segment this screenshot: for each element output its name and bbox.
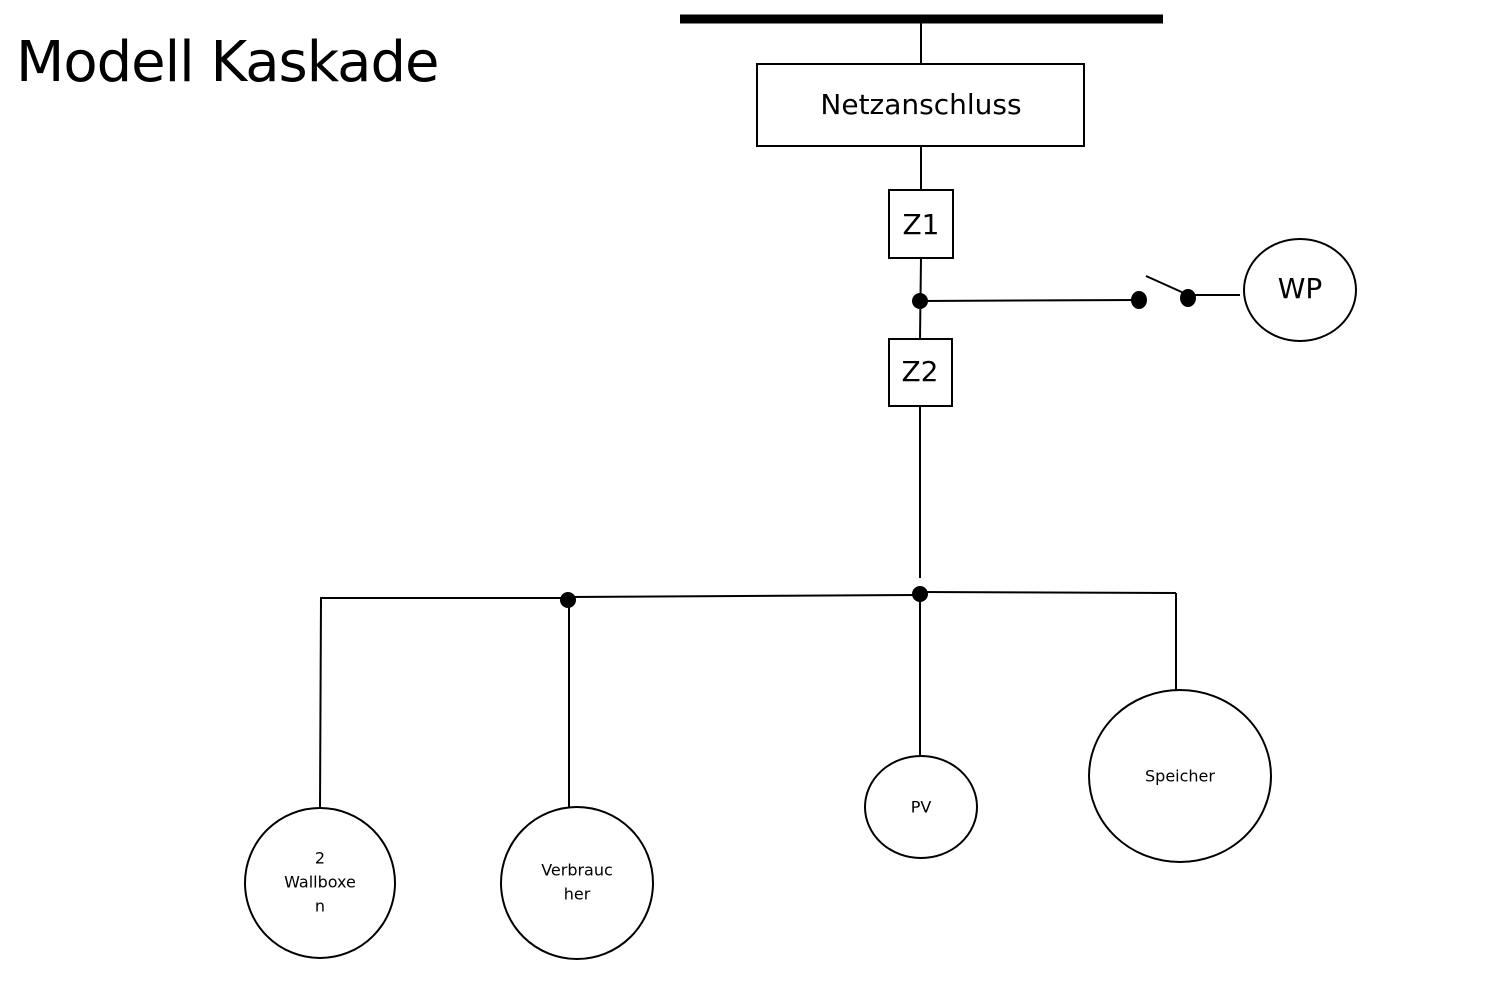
wallboxes-label-line-1: 2 — [315, 849, 325, 868]
meter-z1-label: Z1 — [903, 208, 940, 241]
edge-junction-to-switch — [919, 299, 1140, 302]
node-grid-connection[interactable]: Netzanschluss — [756, 63, 1085, 147]
node-consumer[interactable]: Verbrauc her — [500, 806, 654, 960]
storage-label: Speicher — [1145, 767, 1215, 786]
node-storage[interactable]: Speicher — [1088, 689, 1272, 863]
heat-pump-label: WP — [1278, 272, 1323, 305]
node-wallboxes[interactable]: 2 Wallboxe n — [244, 807, 396, 959]
node-meter-z1[interactable]: Z1 — [888, 189, 954, 259]
node-pv[interactable]: PV — [864, 755, 978, 859]
node-heat-pump[interactable]: WP — [1243, 238, 1357, 342]
node-meter-z2[interactable]: Z2 — [888, 338, 953, 407]
diagram-title: Modell Kaskade — [16, 30, 439, 95]
bus-center-segment — [567, 594, 921, 598]
pv-label: PV — [911, 798, 932, 817]
consumer-label-line-1: Verbrauc — [541, 861, 613, 880]
switch-contact-left — [1131, 291, 1147, 309]
consumer-label-line-2: her — [564, 885, 591, 904]
meter-z2-label: Z2 — [902, 355, 939, 388]
grid-connection-label: Netzanschluss — [820, 88, 1021, 121]
wallboxes-label-line-3: n — [315, 897, 325, 916]
edge-to-wallboxes — [319, 597, 322, 809]
bus-right-segment — [919, 591, 1177, 594]
switch-blade-open[interactable] — [1145, 275, 1187, 295]
switch-contact-right — [1180, 289, 1196, 307]
wallboxes-label-line-2: Wallboxe — [284, 873, 356, 892]
